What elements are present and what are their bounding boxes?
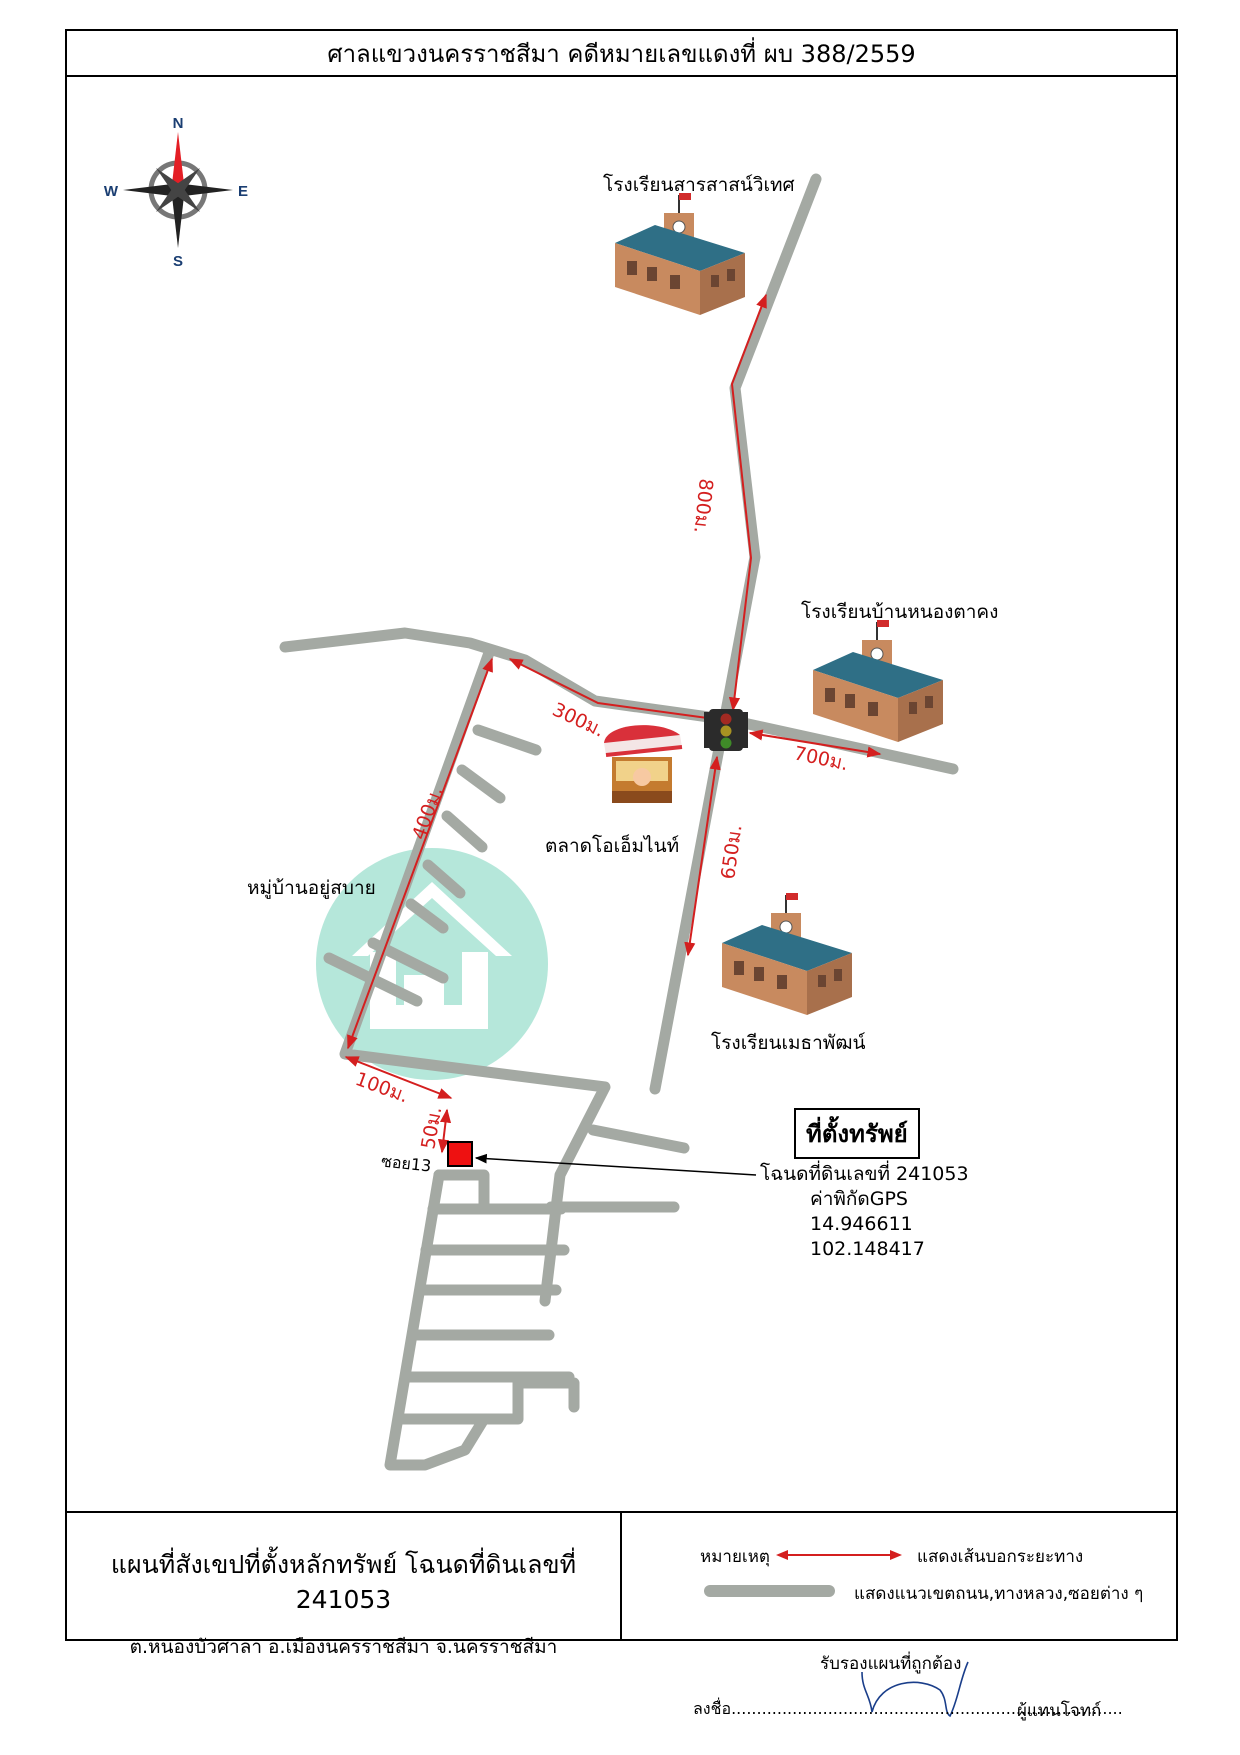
label-school-2: โรงเรียนบ้านหนองตาคง [801, 601, 999, 623]
distance-800: 800ม. [689, 477, 717, 534]
footer-divider [67, 1511, 1176, 1513]
compass-w: W [104, 183, 119, 200]
label-soi: ซอย13 [380, 1151, 433, 1176]
distance-650: 650ม. [717, 823, 746, 880]
legend-arrow-icon [776, 1550, 902, 1560]
legend-arrow-text: แสดงเส้นบอกระยะทาง [917, 1547, 1084, 1567]
compass-icon: N S W E [104, 115, 248, 270]
property-pointer [474, 1153, 757, 1176]
property-deed: โฉนดที่ดินเลขที่ 241053 [760, 1163, 969, 1185]
compass-s: S [173, 253, 183, 270]
traffic-light-icon [704, 709, 748, 751]
page-title: ศาลแขวงนครราชสีมา คดีหมายเลขแดงที่ ผบ 38… [67, 31, 1176, 77]
roads [279, 173, 959, 1471]
signature-line: ลงชื่อ..................................… [693, 1699, 1123, 1718]
school-icon-1 [615, 193, 745, 315]
compass-n: N [173, 115, 184, 132]
label-school-3: โรงเรียนเมธาพัฒน์ [711, 1032, 866, 1054]
compass-e: E [238, 183, 248, 200]
market-stall-icon [604, 725, 683, 803]
school-icon-2 [813, 620, 943, 742]
signature-certify: รับรองแผนที่ถูกต้อง [820, 1654, 962, 1674]
legend-panel: หมายเหตุ แสดงเส้นบอกระยะทาง แสดงแนวเขตถน… [622, 1513, 1178, 1641]
distance-arrows [344, 293, 882, 1154]
map-frame: ศาลแขวงนครราชสีมา คดีหมายเลขแดงที่ ผบ 38… [65, 29, 1178, 1658]
property-info: โฉนดที่ดินเลขที่ 241053 ค่าพิกัดGPS 14.9… [760, 1162, 969, 1262]
label-village: หมู่บ้านอยู่สบาย [247, 877, 376, 899]
school-icon-3 [722, 893, 852, 1015]
label-school-1: โรงเรียนสารสาสน์วิเทศ [603, 174, 795, 196]
property-gps-label: ค่าพิกัดGPS [810, 1188, 908, 1210]
legend-label: หมายเหตุ [700, 1547, 770, 1567]
footer-title: แผนที่สังเขปที่ตั้งหลักทรัพย์ โฉนดที่ดิน… [110, 1550, 577, 1614]
distance-400: 400ม. [408, 784, 447, 843]
label-market: ตลาดโอเอ็มไนท์ [545, 835, 680, 857]
footer-address: ต.หนองบัวศาลา อ.เมืองนครราชสีมา จ.นครราช… [129, 1636, 558, 1658]
property-lon: 102.148417 [810, 1238, 925, 1260]
legend-road-text: แสดงแนวเขตถนน,ทางหลวง,ซอยต่าง ๆ [854, 1584, 1144, 1604]
legend-road-icon [704, 1585, 835, 1597]
signature-mark [861, 1661, 969, 1718]
property-heading: ที่ตั้งทรัพย์ [794, 1108, 920, 1159]
property-lat: 14.946611 [810, 1213, 913, 1235]
footer-title-panel: แผนที่สังเขปที่ตั้งหลักทรัพย์ โฉนดที่ดิน… [67, 1513, 622, 1658]
signature-role: ผู้แทนโจทก์ [1017, 1701, 1102, 1721]
property-marker [447, 1141, 473, 1167]
